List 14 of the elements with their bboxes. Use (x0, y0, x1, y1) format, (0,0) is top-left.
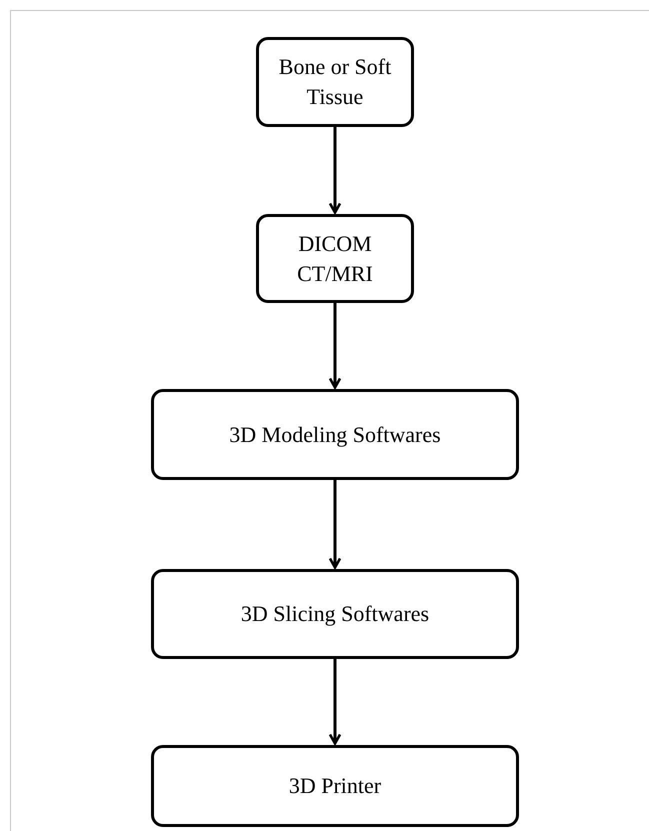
arrow (328, 480, 342, 569)
box-label: 3D Slicing Softwares (240, 600, 430, 628)
process-box (151, 569, 519, 659)
box-label: Bone or Soft Tissue (278, 53, 392, 111)
box-label: 3D Modeling Softwares (229, 420, 441, 449)
arrow (328, 659, 342, 745)
arrow (328, 303, 342, 389)
box-label: 3D Printer (288, 772, 382, 800)
box-label: DICOM CT/MRI (296, 230, 374, 288)
process-box (256, 37, 414, 127)
process-box (151, 389, 519, 480)
arrow (328, 127, 342, 214)
process-box (256, 214, 414, 303)
process-box (151, 745, 519, 827)
